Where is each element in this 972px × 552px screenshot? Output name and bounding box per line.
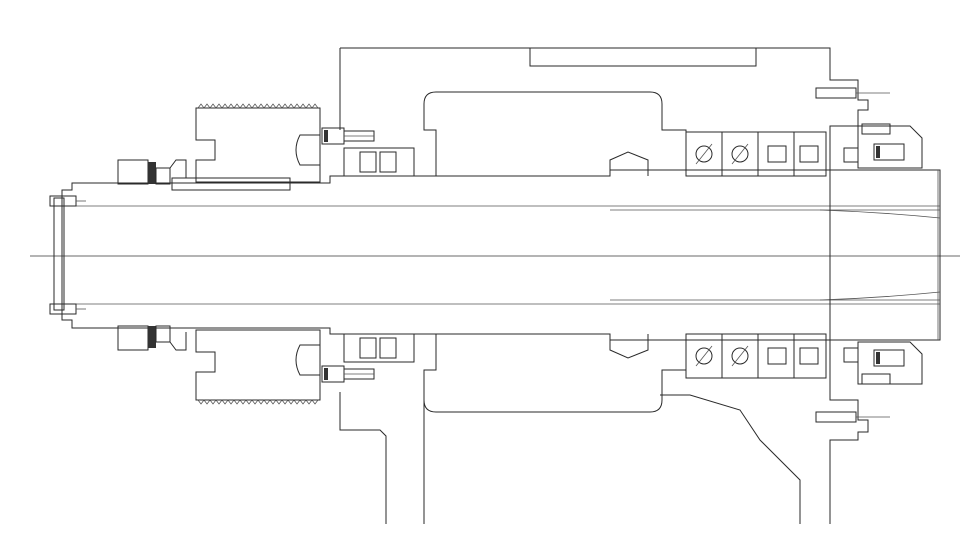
pulley-block-upper <box>171 103 321 191</box>
housing-body <box>339 47 869 524</box>
housing-bolt-upper <box>815 87 890 99</box>
right-end-cap-upper <box>843 123 923 169</box>
left-end-cap <box>49 195 86 315</box>
main-shaft <box>61 169 941 341</box>
housing-cavity <box>423 91 687 413</box>
right-end-cap-lower <box>843 341 923 385</box>
rear-bearing-set-lower <box>609 333 827 379</box>
front-bearing-upper <box>321 127 415 177</box>
left-nut-upper <box>117 159 187 185</box>
pulley-block-lower <box>195 329 321 405</box>
left-nut-lower <box>117 325 187 351</box>
front-bearing-lower <box>321 333 415 383</box>
rear-bearing-set-upper <box>609 131 827 177</box>
housing-bolt-lower <box>815 411 890 423</box>
